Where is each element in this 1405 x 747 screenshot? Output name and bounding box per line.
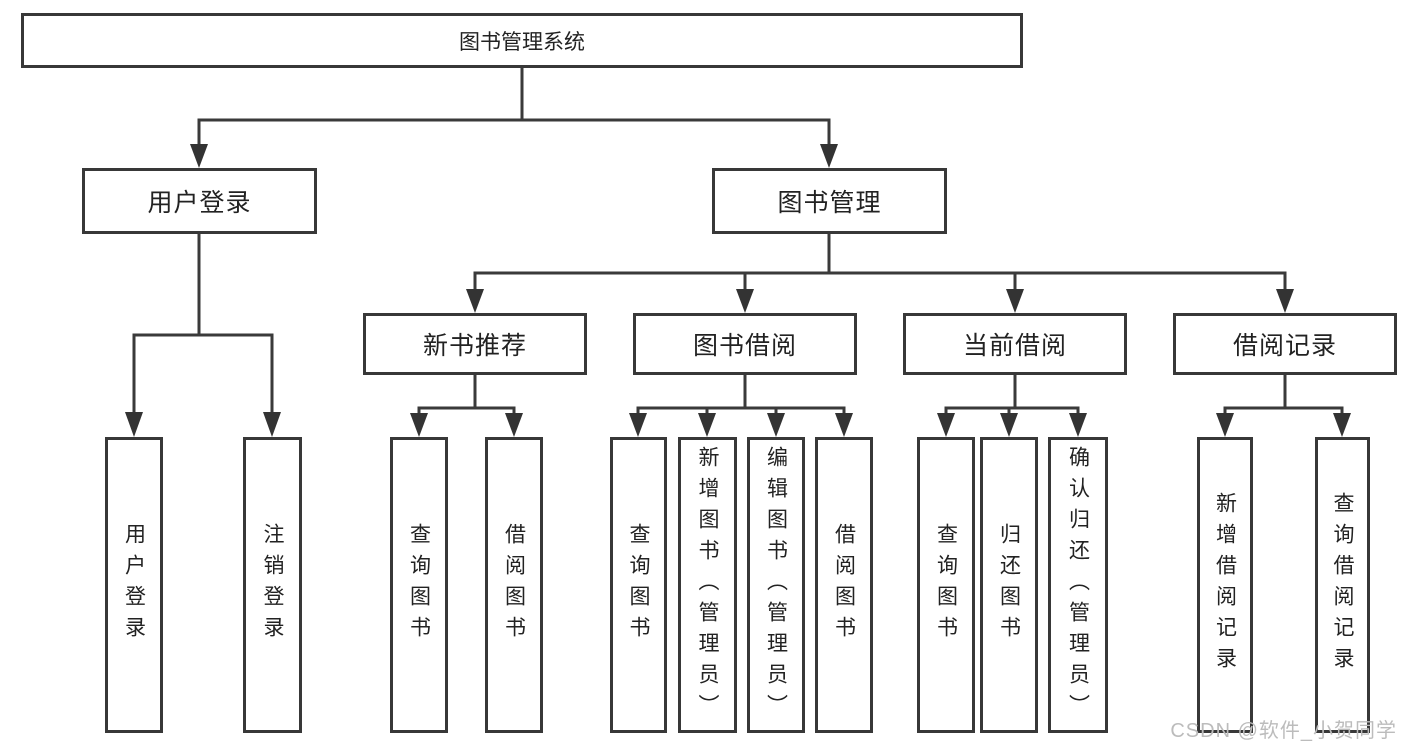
arrow-head-icon [629, 413, 647, 437]
arrow-head-icon [410, 413, 428, 437]
node-new-book-recommend: 新书推荐 [363, 313, 587, 375]
arrow-head-icon [1276, 289, 1294, 313]
arrow-head-icon [190, 144, 208, 168]
arrow-head-icon [698, 413, 716, 437]
node-label: 用户登录 [147, 189, 252, 217]
node-label: 新增图书（管理员） [696, 445, 719, 725]
arrow-head-icon [767, 413, 785, 437]
node-label: 查询图书 [934, 523, 958, 647]
node-label: 借阅图书 [832, 523, 856, 647]
node-book-borrowing: 图书借阅 [633, 313, 857, 375]
node-label: 查询借阅记录 [1331, 492, 1354, 678]
arrow-head-icon [835, 413, 853, 437]
node-label: 图书借阅 [692, 332, 797, 360]
connector-root-to-level2 [190, 68, 838, 168]
connector-book-mgmt-children [466, 234, 1294, 313]
node-label: 借阅图书 [502, 523, 526, 647]
node-label: 确认归还（管理员） [1066, 445, 1090, 725]
leaf-add-book-admin: 新增图书（管理员） [678, 437, 737, 733]
leaf-borrow-books-recommend: 借阅图书 [485, 437, 543, 733]
node-label: 归还图书 [997, 523, 1021, 647]
arrow-head-icon [505, 413, 523, 437]
node-user-login: 用户登录 [82, 168, 317, 234]
connector-current-borrow-children [937, 375, 1087, 437]
csdn-watermark: CSDN @软件_小贺同学 [1170, 720, 1397, 742]
arrow-head-icon [125, 412, 143, 437]
arrow-head-icon [1000, 413, 1018, 437]
node-label: 查询图书 [627, 523, 650, 647]
arrow-head-icon [736, 289, 754, 313]
leaf-edit-book-admin: 编辑图书（管理员） [747, 437, 805, 733]
node-root-system: 图书管理系统 [21, 13, 1023, 68]
arrow-head-icon [820, 144, 838, 168]
leaf-query-borrow-record: 查询借阅记录 [1315, 437, 1370, 733]
leaf-logout: 注销登录 [243, 437, 302, 733]
connector-new-book-children [410, 375, 523, 437]
leaf-query-books-current: 查询图书 [917, 437, 975, 733]
arrow-head-icon [263, 412, 281, 437]
node-label: 图书管理 [777, 189, 882, 217]
arrow-head-icon [937, 413, 955, 437]
node-label: 借阅记录 [1232, 332, 1337, 360]
leaf-query-books-recommend: 查询图书 [390, 437, 448, 733]
leaf-add-borrow-record: 新增借阅记录 [1197, 437, 1253, 733]
connector-borrow-records-children [1216, 375, 1351, 437]
arrow-head-icon [1069, 413, 1087, 437]
arrow-head-icon [1216, 413, 1234, 437]
connector-user-login-children [125, 234, 281, 437]
node-label: 新书推荐 [422, 332, 527, 360]
node-label: 编辑图书（管理员） [764, 445, 788, 725]
arrow-head-icon [466, 289, 484, 313]
node-label: 用户登录 [122, 523, 146, 647]
node-label: 图书管理系统 [459, 30, 585, 54]
leaf-return-book: 归还图书 [980, 437, 1038, 733]
leaf-confirm-return-admin: 确认归还（管理员） [1048, 437, 1108, 733]
leaf-borrow-books: 借阅图书 [815, 437, 873, 733]
leaf-user-login: 用户登录 [105, 437, 163, 733]
node-borrowing-records: 借阅记录 [1173, 313, 1397, 375]
leaf-query-books-borrow: 查询图书 [610, 437, 667, 733]
node-book-management: 图书管理 [712, 168, 947, 234]
connector-book-borrow-children [629, 375, 853, 437]
node-label: 新增借阅记录 [1213, 492, 1237, 678]
node-label: 查询图书 [407, 523, 431, 647]
arrow-head-icon [1006, 289, 1024, 313]
node-label: 注销登录 [261, 523, 284, 647]
node-label: 当前借阅 [962, 332, 1067, 360]
node-current-borrowing: 当前借阅 [903, 313, 1127, 375]
arrow-head-icon [1333, 413, 1351, 437]
